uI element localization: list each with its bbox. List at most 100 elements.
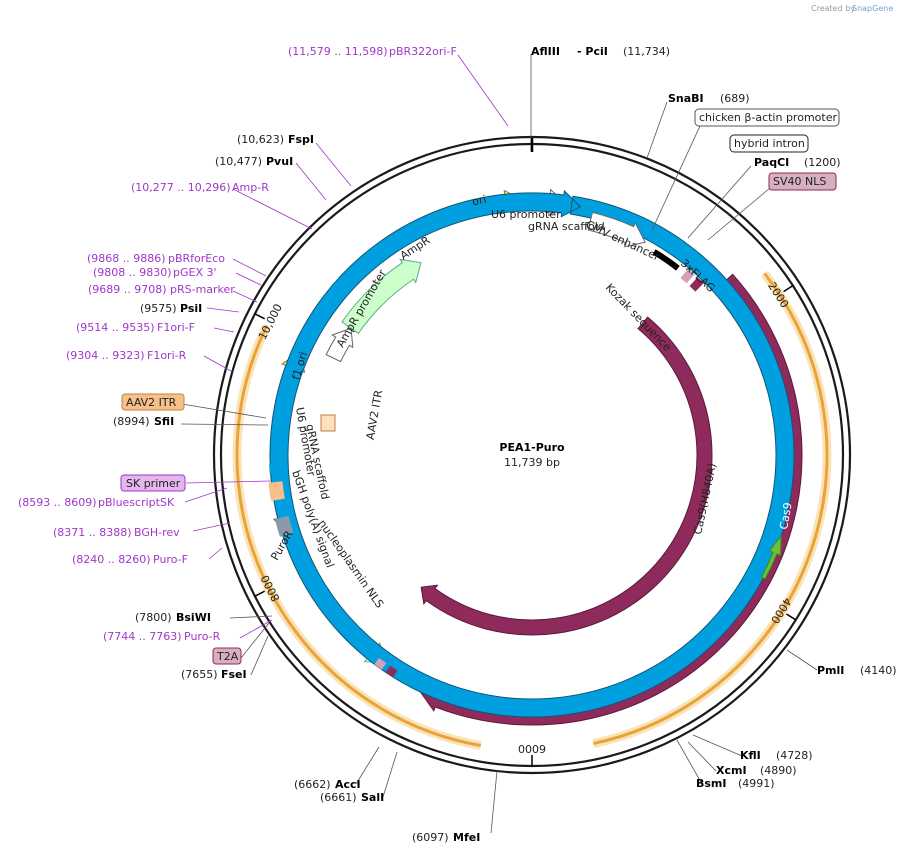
primer-puro-r-range: (7744 .. 7763) [103, 630, 182, 643]
leader-line-8 [676, 739, 703, 785]
orange-arc-left [235, 325, 482, 747]
site-kfli-pos: (4728) [776, 749, 813, 762]
scale-tick-4 [254, 313, 266, 320]
leader-line-23 [235, 272, 262, 286]
leader-line-25 [213, 327, 235, 333]
aav2-itr-inner-box [320, 414, 336, 432]
primer-prs-marker-range: (9689 .. 9708) [88, 283, 167, 296]
site-paqci-pos: (1200) [804, 156, 841, 169]
leader-line-12 [250, 635, 269, 676]
bgh-polya-box [274, 515, 294, 537]
primer-pbluescriptsk-range: (8593 .. 8609) [18, 496, 97, 509]
primer-f1ori-r-range: (9304 .. 9323) [66, 349, 145, 362]
site-sfii: SfiI [154, 415, 174, 428]
scale-tick-label-4: 10,000 [256, 302, 285, 342]
primer-puro-f: Puro-F [153, 553, 188, 566]
snapgene-logo-icon: SnapGene [852, 4, 893, 13]
green-mini-arrow [760, 534, 782, 580]
label-box-chicken-actin [694, 108, 840, 127]
site-bsiwi-pos: (7800) [135, 611, 172, 624]
feature-label-cas9: Cas9 [777, 502, 795, 531]
leader-line-4 [707, 187, 771, 241]
site-bsiwi: BsiWI [176, 611, 211, 624]
site-psii: PsiI [180, 302, 202, 315]
feature-label-grna-scaffold-top: gRNA scaffold [528, 220, 605, 233]
leader-line-28 [192, 522, 231, 532]
plasmid-size: 11,739 bp [504, 456, 560, 469]
scale-tick-label-3: 8000 [258, 573, 282, 604]
site-acci-pos: (6662) [294, 778, 331, 791]
site-fspi: FspI [288, 133, 314, 146]
primer-bgh-rev: BGH-rev [134, 526, 180, 539]
leader-line-7 [687, 741, 717, 772]
label-box-aav2-itr [121, 393, 185, 411]
site-bsmi: BsmI [696, 777, 727, 790]
leader-line-9 [490, 770, 498, 834]
scale-tick-label-1: 4000 [768, 595, 794, 626]
leader-line-18 [206, 307, 240, 313]
leader-line-13 [229, 615, 273, 619]
primer-puro-f-range: (8240 .. 8260) [72, 553, 151, 566]
label-t2a: T2A [216, 650, 239, 663]
t2a-box [374, 657, 387, 670]
site-sali-pos: (6661) [320, 791, 357, 804]
feature-label-kozak: Kozak sequence [603, 281, 674, 354]
label-sv40-nls: SV40 NLS [773, 175, 826, 188]
label-chicken-actin-promoter: chicken β-actin promoter [699, 111, 837, 124]
primer-pbr322ori-f-range: (11,579 .. 11,598) [288, 45, 388, 58]
label-aav2-itr: AAV2 ITR [126, 396, 177, 409]
scale-tick-label-2: 6000 [518, 742, 546, 755]
primer-pgex3-range: (9808 .. 9830) [93, 266, 172, 279]
sv40-nls-box [689, 277, 704, 292]
leader-line-19 [295, 162, 327, 201]
site-snabi-pos: (689) [720, 92, 750, 105]
site-xcmi-pos: (4890) [760, 764, 797, 777]
primer-pbr322ori-f: pBR322ori-F [389, 45, 457, 58]
leader-line-6 [692, 734, 743, 757]
leader-line-24 [232, 290, 258, 303]
cmv-enhancer-arrow [587, 211, 646, 248]
feature-label-ori: ori [471, 193, 488, 209]
scale-tick-1 [786, 613, 797, 621]
label-box-sv40-nls [768, 172, 837, 191]
leader-line-22 [232, 258, 267, 277]
site-mfei: MfeI [453, 831, 480, 844]
primer-f1ori-f: F1ori-F [157, 321, 195, 334]
feature-label-u6-promoter-top: U6 promoter [491, 208, 561, 221]
feature-shapes [232, 188, 832, 750]
leader-line-31 [457, 54, 509, 127]
leader-line-10 [355, 746, 380, 785]
site-acci: AccI [335, 778, 361, 791]
hybrid-intron-bar [652, 249, 680, 271]
site-snabi: SnaBI [668, 92, 704, 105]
site-fsei: FseI [221, 668, 247, 681]
leader-line-5 [786, 649, 818, 671]
site-pmli: PmlI [817, 664, 844, 677]
site-sali: SalI [361, 791, 384, 804]
primer-pbrforeco-range: (9868 .. 9886) [87, 252, 166, 265]
site-mfei-pos: (6097) [412, 831, 449, 844]
leader-line-14 [240, 622, 270, 659]
leader-line-17 [185, 480, 271, 484]
cas9-h840a-arrow [420, 316, 713, 636]
ampr-promoter-arrow [325, 327, 354, 363]
leader-line-1 [646, 101, 668, 159]
plasmid-name: PEA1-Puro [499, 441, 565, 454]
primer-f1ori-r: F1ori-R [147, 349, 187, 362]
ampr-arrow [341, 258, 422, 335]
label-box-t2a [212, 647, 242, 665]
label-box-sk-primer [120, 474, 186, 492]
leader-line-3 [687, 165, 752, 239]
leader-line-29 [208, 547, 223, 560]
leader-line-27 [184, 487, 228, 503]
leader-line-30 [239, 619, 273, 639]
site-fsei-pos: (7655) [181, 668, 218, 681]
leader-line-20 [315, 142, 352, 187]
orange-arc-right [593, 272, 829, 746]
site-psii-pos: (9575) [140, 302, 177, 315]
primer-f1ori-f-range: (9514 .. 9535) [76, 321, 155, 334]
site-pvui: PvuI [266, 155, 293, 168]
site-kfli: KflI [740, 749, 761, 762]
scale-tick-label-0: 2000 [765, 280, 791, 311]
